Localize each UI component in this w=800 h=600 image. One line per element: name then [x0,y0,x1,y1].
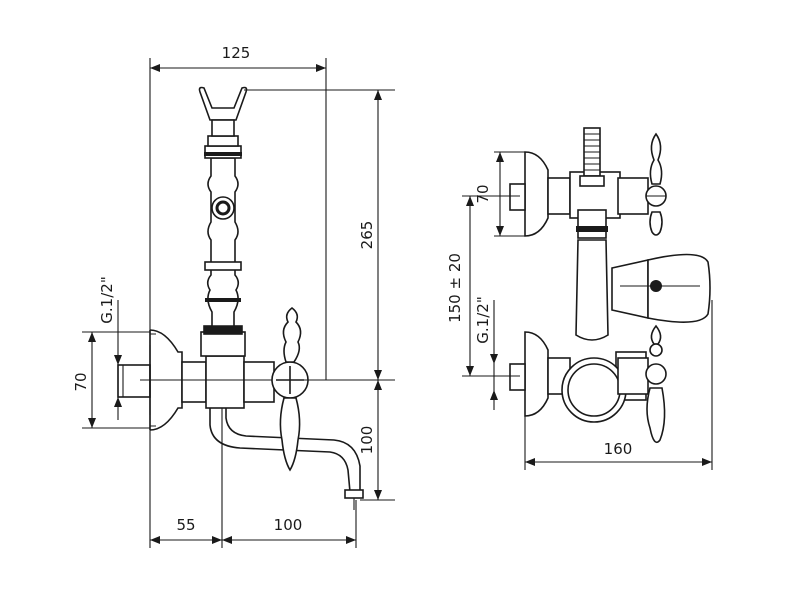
dim-height: 265 [358,221,376,250]
dim-thread-front: G.1/2" [474,296,492,343]
side-handle [271,306,309,472]
dim-spout-drop: 100 [358,426,376,455]
dim-width-top: 125 [222,44,251,62]
dim-centers: 150 ± 20 [446,253,464,323]
shower-holder [198,86,248,121]
diverter-knob [611,253,711,323]
dim-inlet-height: 70 [474,184,492,203]
central-column [575,239,609,341]
side-view: 125 265 100 70 G.1/2" 55 100 [72,44,395,548]
upper-cross-handle [617,132,667,236]
lower-cross-handle [617,324,667,444]
front-view: 70 150 ± 20 G.1/2" 160 [446,127,713,470]
dim-spout-reach: 100 [274,516,303,534]
spout-outlet [561,357,627,423]
shower-riser [198,86,248,327]
dim-wall-height: 70 [72,372,90,391]
dim-offset-left: 55 [176,516,195,534]
dim-width-front: 160 [604,440,633,458]
dim-thread-side: G.1/2" [98,276,116,323]
hose-connector [579,127,605,187]
